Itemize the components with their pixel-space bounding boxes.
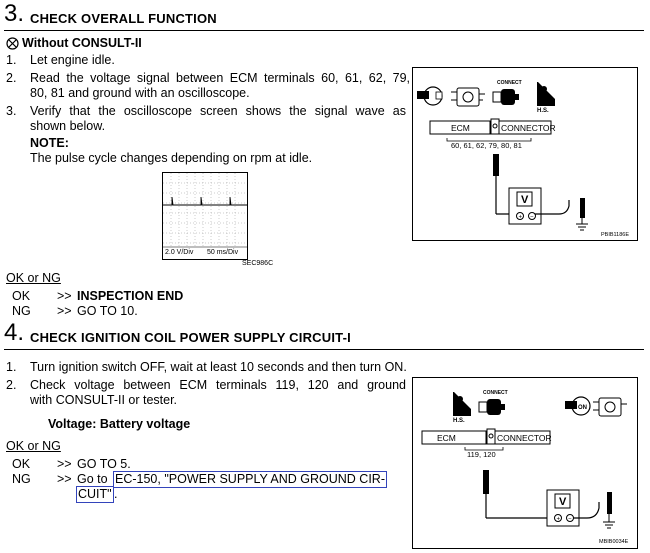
- note-label: NOTE:: [30, 136, 69, 150]
- step-text: Check voltage between ECM terminals 119,…: [30, 378, 406, 392]
- step-text: Turn ignition switch OFF, wait at least …: [30, 360, 407, 374]
- result-key: OK: [12, 457, 31, 471]
- step-number: 1.: [6, 360, 17, 374]
- result-arrow: >>: [57, 472, 72, 486]
- voltmeter-icon: + −: [546, 489, 580, 527]
- terminal-numbers: 119, 120: [467, 450, 496, 459]
- voltage-spec: Voltage: Battery voltage: [48, 417, 191, 431]
- connect-label: CONNECT: [497, 80, 522, 86]
- svg-text:−: −: [530, 215, 534, 221]
- connect-icon: [478, 399, 505, 415]
- connect-label: CONNECT: [483, 390, 508, 396]
- scope-time-scale: 50 ms/Div: [207, 249, 239, 256]
- scope-volt-scale: 2.0 V/Div: [165, 249, 194, 256]
- section-3-header: 3. CHECK OVERALL FUNCTION: [4, 0, 644, 31]
- figure-code: SEC986C: [242, 260, 274, 267]
- connector-label: CONNECTOR: [501, 123, 556, 133]
- step-number: 3.: [6, 104, 17, 118]
- hs-icon: [453, 392, 471, 416]
- note-text: The pulse cycle changes depending on rpm…: [30, 151, 313, 165]
- result-text: Go to: [77, 472, 108, 486]
- result-text: GO TO 10.: [77, 304, 138, 318]
- connector-label: CONNECTOR: [497, 433, 552, 443]
- svg-text:ON: ON: [578, 405, 587, 411]
- connection-diagram-box: H.S. CONNECT ON ECM CONNECTOR 119, 120: [412, 377, 638, 549]
- connect-icon: [492, 89, 519, 105]
- meter-label: V: [521, 194, 529, 206]
- result-key: NG: [12, 472, 31, 486]
- mode-label: Without CONSULT-II: [22, 36, 142, 50]
- result-key: NG: [12, 304, 31, 318]
- ignition-key-icon: ON: [565, 396, 591, 416]
- hs-label: H.S.: [537, 108, 549, 114]
- step-number: 2.: [6, 71, 17, 85]
- step-text: Read the voltage signal between ECM term…: [30, 71, 410, 85]
- svg-text:+: +: [557, 517, 561, 523]
- result-text: GO TO 5.: [77, 457, 131, 471]
- hs-icon: [537, 82, 555, 106]
- waveform-image: [163, 173, 247, 248]
- step-number: 2.: [6, 378, 17, 392]
- section-4-header: 4. CHECK IGNITION COIL POWER SUPPLY CIRC…: [4, 319, 644, 350]
- diagram-code: PBIB1186E: [601, 232, 629, 238]
- section-number: 3.: [4, 0, 25, 27]
- voltmeter-icon: + −: [508, 187, 542, 225]
- no-consult-icon: [6, 37, 19, 50]
- result-header: OK or NG: [6, 271, 61, 285]
- ecm-label: ECM: [437, 433, 456, 443]
- result-arrow: >>: [57, 289, 72, 303]
- power-supply-link-continued[interactable]: CUIT": [76, 486, 114, 503]
- ecm-label: ECM: [451, 123, 470, 133]
- engine-icon: [451, 87, 485, 107]
- svg-text:+: +: [519, 215, 523, 221]
- oscilloscope-screen: 2.0 V/Div 50 ms/Div: [162, 172, 248, 260]
- result-tail: .: [114, 487, 118, 501]
- step-text: Let engine idle.: [30, 53, 115, 67]
- result-header: OK or NG: [6, 439, 61, 453]
- section-title: CHECK IGNITION COIL POWER SUPPLY CIRCUIT…: [30, 330, 351, 345]
- connection-diagram-box: CONNECT H.S. ECM CONNECTOR 60, 61, 62, 7…: [412, 67, 638, 241]
- result-arrow: >>: [57, 304, 72, 318]
- step-text: 80, 81 and ground with an oscilloscope.: [30, 86, 250, 100]
- section-title: CHECK OVERALL FUNCTION: [30, 11, 217, 26]
- engine-icon: [593, 397, 627, 417]
- section-number: 4.: [4, 319, 25, 346]
- diagram-code: MBIB0034E: [599, 539, 629, 545]
- ignition-key-icon: [417, 86, 443, 106]
- terminal-numbers: 60, 61, 62, 79, 80, 81: [451, 141, 522, 150]
- result-text: INSPECTION END: [77, 289, 184, 303]
- power-supply-link[interactable]: EC-150, "POWER SUPPLY AND GROUND CIR-: [113, 471, 388, 488]
- step-text: with CONSULT-II or tester.: [30, 393, 178, 407]
- step-text: shown below.: [30, 119, 106, 133]
- step-number: 1.: [6, 53, 17, 67]
- step-text: Verify that the oscilloscope screen show…: [30, 104, 406, 118]
- hs-label: H.S.: [453, 418, 465, 424]
- result-arrow: >>: [57, 457, 72, 471]
- connection-diagram: H.S. CONNECT ON ECM CONNECTOR 119, 120: [421, 390, 629, 545]
- svg-text:−: −: [568, 517, 572, 523]
- connection-diagram: CONNECT H.S. ECM CONNECTOR 60, 61, 62, 7…: [417, 80, 629, 238]
- result-key: OK: [12, 289, 31, 303]
- meter-label: V: [559, 496, 567, 508]
